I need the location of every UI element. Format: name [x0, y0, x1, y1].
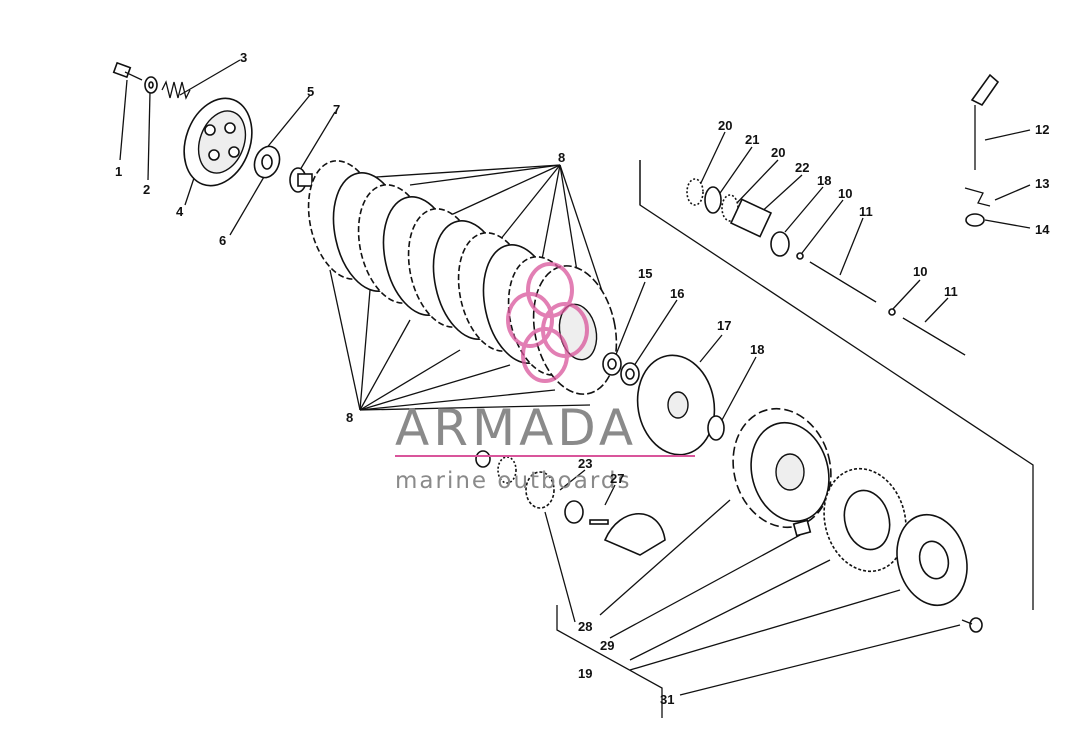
thrust-washer-part	[707, 415, 725, 441]
part-label-16: 16	[670, 286, 684, 301]
part-label-18-lower: 18	[750, 342, 764, 357]
part-label-1: 1	[115, 164, 122, 179]
nut-part	[602, 352, 622, 376]
part-label-11-second: 11	[944, 284, 958, 299]
washer-part	[144, 76, 158, 94]
rivet-part	[961, 617, 983, 633]
pressure-plate-part	[183, 97, 253, 187]
watermark: ARMADA marine outboards	[395, 262, 695, 494]
part-label-19: 19	[578, 666, 592, 681]
part-label-22: 22	[795, 160, 809, 175]
lever-assembly	[964, 73, 1000, 227]
watermark-tagline: marine outboards	[395, 468, 631, 494]
part-label-8-top: 8	[558, 150, 565, 165]
watermark-rule	[395, 455, 695, 457]
part-label-18-upper: 18	[817, 173, 831, 188]
backing-plate-part	[896, 513, 968, 607]
shaft-assembly	[686, 178, 966, 356]
clutch-basket-part	[732, 407, 832, 529]
part-label-27: 27	[610, 471, 624, 486]
leader-lines	[119, 59, 1034, 718]
lock-washer-part	[620, 362, 640, 386]
part-label-13: 13	[1035, 176, 1049, 191]
pushrod-part	[289, 167, 313, 193]
part-label-6: 6	[219, 233, 226, 248]
part-label-28: 28	[578, 619, 592, 634]
part-label-3: 3	[240, 50, 247, 65]
spring-part	[161, 80, 191, 100]
part-label-12: 12	[1035, 122, 1049, 137]
bearing-part	[253, 145, 281, 179]
clutch-hub-part	[636, 354, 716, 456]
ring-gear-part	[823, 467, 907, 573]
watermark-brand: ARMADA	[395, 399, 637, 457]
clutch-plates-stack	[307, 160, 618, 395]
part-label-29: 29	[600, 638, 614, 653]
part-label-14: 14	[1035, 222, 1050, 237]
part-label-8-bottom: 8	[346, 410, 353, 425]
part-label-23: 23	[578, 456, 592, 471]
part-label-20-first: 20	[718, 118, 732, 133]
part-labels: 1 2 3 4 5 6 7 8 8 10 10 11 11 12 13 14 1…	[115, 50, 1050, 707]
brand-logo-icon	[506, 262, 589, 383]
part-label-11-first: 11	[859, 204, 873, 219]
part-label-10-first: 10	[838, 186, 852, 201]
part-label-2: 2	[143, 182, 150, 197]
part-label-31: 31	[660, 692, 674, 707]
part-label-5: 5	[307, 84, 314, 99]
spacer-part	[792, 519, 812, 537]
primary-gear-parts	[475, 450, 666, 556]
part-label-21: 21	[745, 132, 759, 147]
part-label-17: 17	[717, 318, 731, 333]
bolt-part	[112, 61, 143, 81]
part-label-7: 7	[333, 102, 340, 117]
part-label-4: 4	[176, 204, 184, 219]
part-label-10-second: 10	[913, 264, 927, 279]
part-label-20-second: 20	[771, 145, 785, 160]
part-label-15: 15	[638, 266, 652, 281]
